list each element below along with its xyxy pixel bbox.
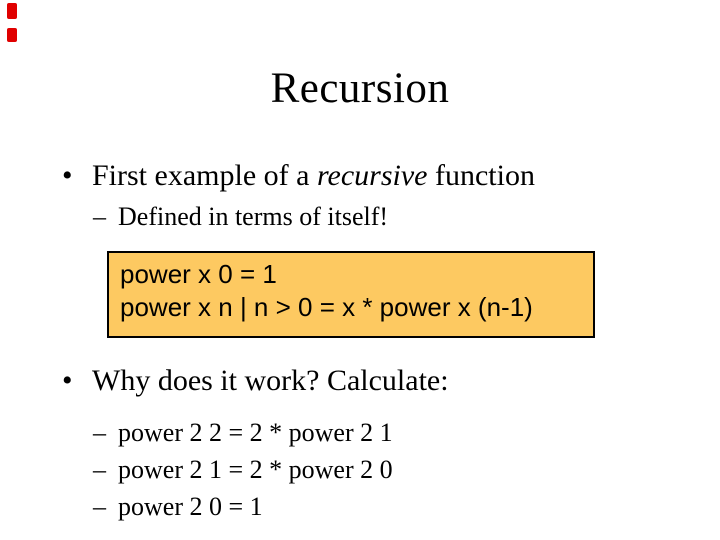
bullet-first-example-text: First example of a recursive function bbox=[92, 157, 535, 195]
calc-step-1-text: power 2 2 = 2 * power 2 1 bbox=[118, 418, 393, 447]
corner-marks bbox=[7, 3, 17, 42]
dash-icon: – bbox=[93, 202, 106, 231]
bullet-first-example: • First example of a recursive function bbox=[62, 157, 692, 195]
subbullet-defined-text: Defined in terms of itself! bbox=[118, 202, 389, 231]
bullet-icon: • bbox=[62, 364, 73, 397]
bullet-why-does-it-work: • Why does it work? Calculate: bbox=[62, 362, 692, 400]
dash-icon: – bbox=[93, 418, 106, 447]
red-corner-mark-bottom bbox=[7, 28, 17, 42]
bullet1-italic-word: recursive bbox=[316, 159, 428, 192]
dash-icon: – bbox=[93, 455, 106, 484]
bullet-why-text: Why does it work? Calculate: bbox=[92, 364, 449, 397]
calculation-steps: – power 2 2 = 2 * power 2 1 – power 2 1 … bbox=[93, 414, 653, 525]
calc-step-2-text: power 2 1 = 2 * power 2 0 bbox=[118, 455, 393, 484]
bullet1-suffix: function bbox=[427, 159, 535, 192]
calc-step-1: – power 2 2 = 2 * power 2 1 bbox=[93, 414, 653, 451]
code-line-base-case: power x 0 = 1 bbox=[120, 259, 277, 289]
red-corner-mark-top bbox=[7, 3, 17, 19]
code-line-recursive-case: power x n | n > 0 = x * power x (n-1) bbox=[120, 292, 533, 322]
dash-icon: – bbox=[93, 492, 106, 521]
code-box: power x 0 = 1 power x n | n > 0 = x * po… bbox=[107, 251, 595, 338]
slide-title: Recursion bbox=[270, 65, 450, 112]
bullet1-prefix: First example of a bbox=[92, 159, 317, 192]
calc-step-3: – power 2 0 = 1 bbox=[93, 488, 653, 525]
subbullet-defined-in-terms: – Defined in terms of itself! bbox=[93, 200, 653, 234]
calc-step-2: – power 2 1 = 2 * power 2 0 bbox=[93, 451, 653, 488]
calc-step-3-text: power 2 0 = 1 bbox=[118, 492, 263, 521]
bullet-icon: • bbox=[62, 159, 73, 192]
